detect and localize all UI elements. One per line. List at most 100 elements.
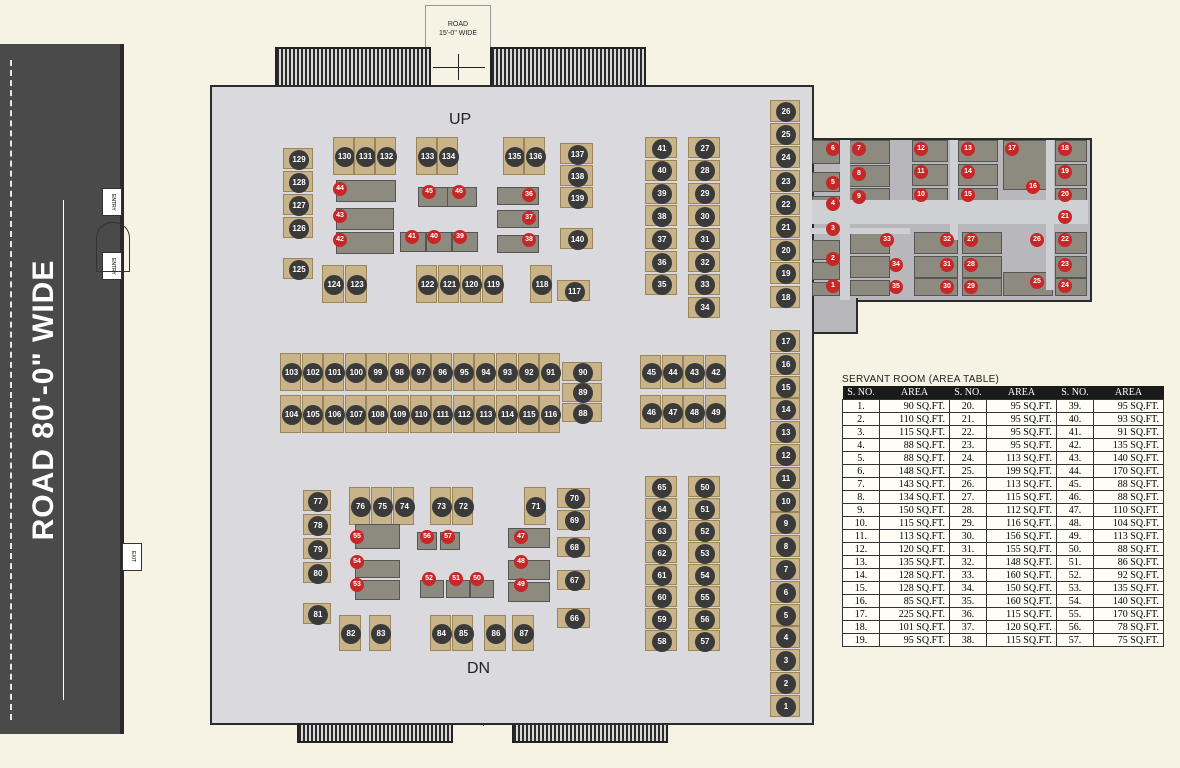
parking-slot-114: 114 <box>496 395 518 433</box>
parking-slot-number: 5 <box>776 605 796 626</box>
area-cell: 170 SQ.FT. <box>1093 607 1164 621</box>
parking-slot-62: 62 <box>645 542 677 564</box>
parking-slot-72: 72 <box>452 487 474 525</box>
area-cell: 88 SQ.FT. <box>1093 477 1164 491</box>
parking-slot-91: 91 <box>539 353 561 391</box>
area-table-row: 14.128 SQ.FT.33.160 SQ.FT.52.92 SQ.FT. <box>842 568 1164 582</box>
servant-room-marker: 4 <box>826 197 840 211</box>
parking-slot-138: 138 <box>560 165 593 187</box>
area-cell: 95 SQ.FT. <box>986 425 1057 439</box>
ramp-top-right <box>490 47 646 89</box>
area-cell: 86 SQ.FT. <box>1093 555 1164 569</box>
servant-room-marker: 54 <box>350 555 364 569</box>
parking-slot-number: 91 <box>540 363 561 383</box>
exit-sign: EXIT <box>122 543 142 571</box>
area-cell: 110 SQ.FT. <box>879 412 950 426</box>
parking-slot-number: 28 <box>695 161 715 182</box>
sno-cell: 23. <box>949 438 987 452</box>
servant-room-marker: 47 <box>514 530 528 544</box>
sno-cell: 53. <box>1056 581 1094 595</box>
sno-cell: 45. <box>1056 477 1094 491</box>
parking-slot-76: 76 <box>349 487 371 525</box>
parking-slot-number: 108 <box>367 405 388 425</box>
area-cell: 88 SQ.FT. <box>1093 490 1164 504</box>
sno-cell: 5. <box>842 451 880 465</box>
parking-slot-number: 40 <box>652 161 672 182</box>
area-cell: 115 SQ.FT. <box>986 490 1057 504</box>
parking-slot-number: 4 <box>776 628 796 649</box>
parking-slot-number: 93 <box>497 363 518 383</box>
area-cell: 155 SQ.FT. <box>986 542 1057 556</box>
sno-cell: 15. <box>842 581 880 595</box>
servant-room-marker: 51 <box>449 572 463 586</box>
parking-slot-26: 26 <box>770 100 800 122</box>
parking-slot-number: 51 <box>695 499 715 520</box>
servant-room <box>850 280 890 296</box>
parking-slot-79: 79 <box>303 538 331 560</box>
parking-slot-31: 31 <box>688 228 720 250</box>
parking-slot-number: 74 <box>394 497 415 517</box>
parking-slot-116: 116 <box>539 395 561 433</box>
parking-slot-65: 65 <box>645 476 677 498</box>
area-cell: 115 SQ.FT. <box>879 516 950 530</box>
parking-slot-70: 70 <box>557 488 590 509</box>
parking-slot-number: 3 <box>776 651 796 672</box>
area-cell: 120 SQ.FT. <box>879 542 950 556</box>
parking-slot-68: 68 <box>557 537 590 558</box>
servant-room-marker: 48 <box>514 555 528 569</box>
servant-room-marker: 45 <box>422 185 436 199</box>
parking-slot-121: 121 <box>438 265 460 303</box>
parking-slot-139: 139 <box>560 187 593 209</box>
parking-slot-50: 50 <box>688 476 720 498</box>
area-cell: 88 SQ.FT. <box>879 438 950 452</box>
servant-room-marker: 23 <box>1058 258 1072 272</box>
parking-slot-59: 59 <box>645 608 677 630</box>
parking-slot-number: 35 <box>652 275 672 296</box>
servant-room-marker: 6 <box>826 142 840 156</box>
parking-slot-86: 86 <box>484 615 506 651</box>
parking-slot-number: 106 <box>324 405 345 425</box>
servant-room-marker: 32 <box>940 233 954 247</box>
area-table-title: SERVANT ROOM (AREA TABLE) <box>842 374 1000 385</box>
parking-slot-number: 55 <box>695 587 715 608</box>
area-cell: 160 SQ.FT. <box>986 568 1057 582</box>
sno-cell: 17. <box>842 607 880 621</box>
sno-cell: 27. <box>949 490 987 504</box>
parking-slot-82: 82 <box>339 615 361 651</box>
sno-cell: 41. <box>1056 425 1094 439</box>
parking-slot-number: 15 <box>776 377 796 398</box>
area-cell: 85 SQ.FT. <box>879 594 950 608</box>
parking-slot-32: 32 <box>688 251 720 273</box>
parking-slot-126: 126 <box>283 217 313 239</box>
parking-slot-number: 133 <box>417 147 438 167</box>
parking-slot-75: 75 <box>371 487 393 525</box>
area-cell: 95 SQ.FT. <box>986 399 1057 413</box>
parking-slot-135: 135 <box>503 137 525 175</box>
parking-slot-74: 74 <box>393 487 415 525</box>
servant-room-marker: 30 <box>940 280 954 294</box>
parking-slot-1: 1 <box>770 694 800 717</box>
corridor <box>810 228 910 234</box>
up-label: UP <box>449 111 472 128</box>
parking-slot-number: 90 <box>573 362 593 383</box>
servant-room-marker: 26 <box>1030 233 1044 247</box>
area-cell: 135 SQ.FT. <box>1093 581 1164 595</box>
sno-cell: 12. <box>842 542 880 556</box>
parking-slot-69: 69 <box>557 510 590 531</box>
sno-cell: 28. <box>949 503 987 517</box>
parking-slot-number: 46 <box>641 403 662 423</box>
servant-room-marker: 24 <box>1058 279 1072 293</box>
parking-slot-number: 89 <box>573 383 593 403</box>
area-cell: 148 SQ.FT. <box>986 555 1057 569</box>
parking-slot-16: 16 <box>770 352 800 375</box>
parking-slot-number: 99 <box>367 363 388 383</box>
parking-slot-23: 23 <box>770 169 800 192</box>
servant-room <box>850 256 890 278</box>
parking-slot-number: 134 <box>438 147 459 167</box>
parking-slot-3: 3 <box>770 649 800 672</box>
parking-slot-107: 107 <box>344 395 367 433</box>
parking-slot-number: 30 <box>695 206 715 227</box>
parking-slot-51: 51 <box>688 498 720 520</box>
area-cell: 95 SQ.FT. <box>986 412 1057 426</box>
parking-slot-46: 46 <box>640 395 662 429</box>
